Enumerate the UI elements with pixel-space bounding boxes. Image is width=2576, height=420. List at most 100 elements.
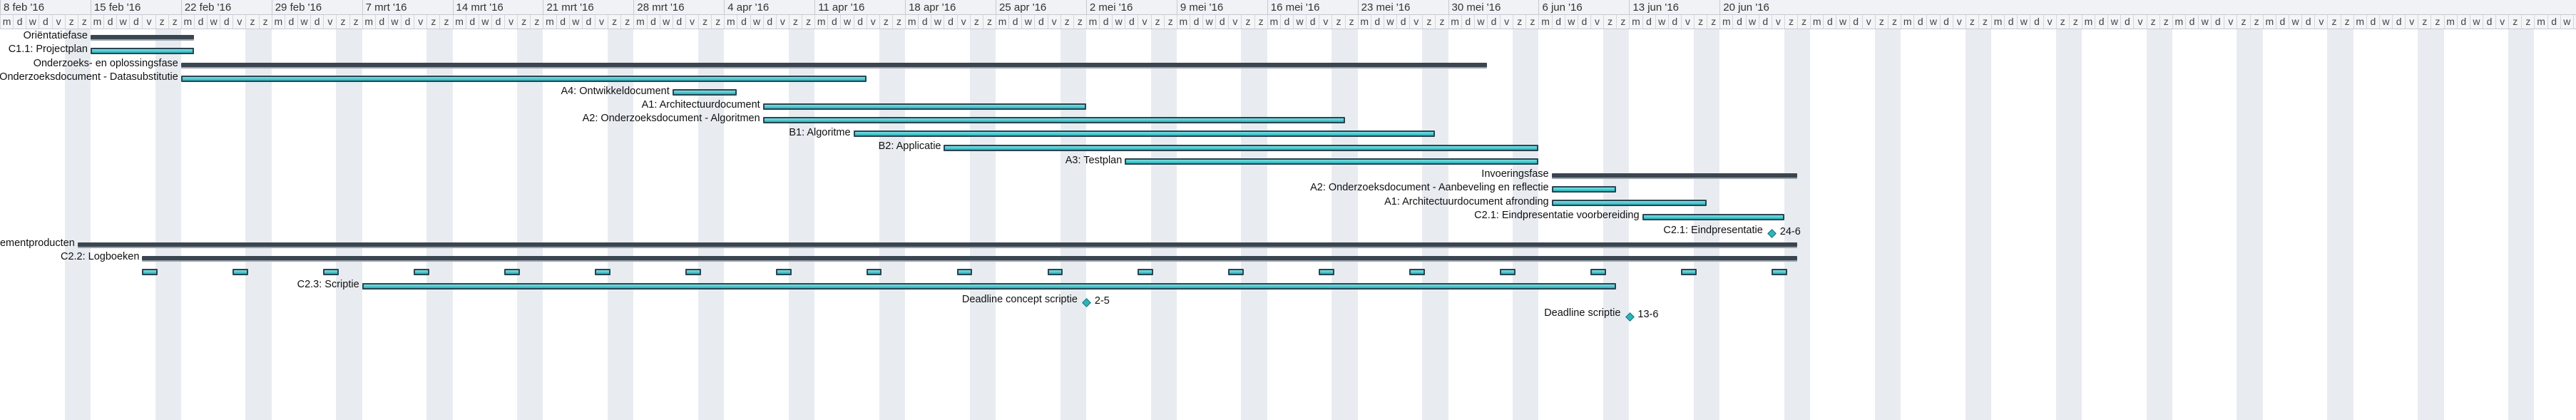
summary-bar[interactable] (142, 256, 1798, 261)
week-header-cell: 11 apr '16 (814, 0, 905, 14)
day-cell: d (2184, 15, 2198, 29)
day-cell: z (2340, 15, 2353, 29)
recurring-bar[interactable] (232, 269, 249, 276)
recurring-bar[interactable] (1771, 269, 1787, 276)
recurring-bar[interactable] (866, 269, 882, 276)
day-cell: v (685, 15, 698, 29)
weekend-band (517, 0, 543, 420)
task-bar[interactable] (1551, 185, 1617, 193)
task-bar[interactable] (762, 116, 1345, 123)
task-bar[interactable] (1642, 213, 1784, 220)
recurring-bar[interactable] (142, 269, 158, 276)
day-cell: z (2146, 15, 2160, 29)
task-label: A2: Onderzoeksdocument - Datasubstitutie (0, 71, 178, 83)
day-cell: v (51, 15, 65, 29)
day-cell: z (982, 15, 996, 29)
day-cell: d (853, 15, 867, 29)
day-cell: d (1461, 15, 1474, 29)
task-label: B2: Applicatie (878, 140, 941, 153)
day-cell: v (866, 15, 879, 29)
day-cell: v (1138, 15, 1150, 29)
weekend-band (1241, 0, 1267, 420)
task-label: C2.3: Scriptie (297, 279, 359, 291)
day-cell: z (620, 15, 633, 29)
day-cell: z (168, 15, 181, 29)
weekend-band (1150, 0, 1177, 420)
day-cell: m (2534, 15, 2547, 29)
weekend-band (2327, 0, 2353, 420)
day-cell: d (2547, 15, 2560, 29)
recurring-bar[interactable] (1047, 269, 1063, 276)
summary-label: Managementproducten (0, 237, 75, 249)
day-cell: d (2030, 15, 2043, 29)
day-cell: v (414, 15, 426, 29)
week-header-cell: 9 mei '16 (1176, 0, 1267, 14)
day-cell: d (1215, 15, 1228, 29)
recurring-bar[interactable] (1319, 269, 1334, 276)
recurring-bar[interactable] (594, 269, 610, 276)
recurring-bar[interactable] (1500, 269, 1516, 276)
weekend-band (155, 0, 181, 420)
day-cell: v (1771, 15, 1784, 29)
task-bar[interactable] (672, 89, 737, 96)
day-cell: w (387, 15, 401, 29)
day-cell: d (2482, 15, 2495, 29)
day-cell: m (1267, 15, 1280, 29)
recurring-bar[interactable] (1138, 269, 1154, 276)
day-cell: z (155, 15, 168, 29)
day-cell: v (1952, 15, 1966, 29)
week-label: 2 mei '16 (1089, 1, 1133, 14)
task-bar[interactable] (90, 47, 194, 54)
day-cell: d (1034, 15, 1047, 29)
day-cell: z (1422, 15, 1435, 29)
day-cell: m (2353, 15, 2366, 29)
weekend-band (969, 0, 996, 420)
recurring-bar[interactable] (956, 269, 973, 276)
summary-bar[interactable] (90, 35, 194, 39)
day-cell: z (1694, 15, 1707, 29)
recurring-bar[interactable] (414, 269, 429, 276)
day-cell: w (750, 15, 763, 29)
recurring-bar[interactable] (1409, 269, 1425, 276)
task-bar[interactable] (762, 103, 1086, 110)
recurring-bar[interactable] (504, 269, 520, 276)
summary-label: Oriëntatiefase (23, 30, 88, 41)
day-cell: v (2314, 15, 2327, 29)
day-cell: m (1357, 15, 1371, 29)
recurring-bar[interactable] (775, 269, 792, 276)
day-cell: w (1655, 15, 1668, 29)
recurring-bar[interactable] (1228, 269, 1244, 276)
summary-bar[interactable] (1551, 173, 1798, 178)
task-bar[interactable] (1551, 200, 1707, 207)
day-cell: d (1279, 15, 1293, 29)
day-cell: z (530, 15, 543, 29)
weekend-band (2508, 0, 2535, 420)
day-cell: w (478, 15, 491, 29)
recurring-bar[interactable] (1590, 269, 1606, 276)
week-label: 28 mrt '16 (637, 1, 685, 14)
day-cell: m (1448, 15, 1461, 29)
task-bar[interactable] (1125, 158, 1539, 165)
day-cell: z (891, 15, 905, 29)
task-bar[interactable] (944, 144, 1539, 151)
task-bar[interactable] (362, 282, 1617, 290)
recurring-bar[interactable] (685, 269, 701, 276)
task-bar[interactable] (853, 130, 1436, 138)
recurring-bar[interactable] (323, 269, 339, 276)
day-cell: m (543, 15, 556, 29)
day-cell: w (568, 15, 582, 29)
recurring-bar[interactable] (1680, 269, 1697, 276)
summary-label: Invoeringsfase (1481, 168, 1549, 180)
day-cell: m (2081, 15, 2095, 29)
summary-bar[interactable] (77, 242, 1798, 247)
day-cell: z (788, 15, 802, 29)
week-label: 6 jun '16 (1542, 1, 1583, 14)
week-label: 29 feb '16 (275, 1, 322, 14)
day-cell: m (1085, 15, 1099, 29)
day-cell: d (2275, 15, 2289, 29)
milestone-diamond[interactable] (1767, 229, 1777, 238)
task-bar[interactable] (180, 75, 867, 82)
day-cell: d (1551, 15, 1565, 29)
day-cell: d (401, 15, 414, 29)
summary-bar[interactable] (180, 62, 1487, 67)
